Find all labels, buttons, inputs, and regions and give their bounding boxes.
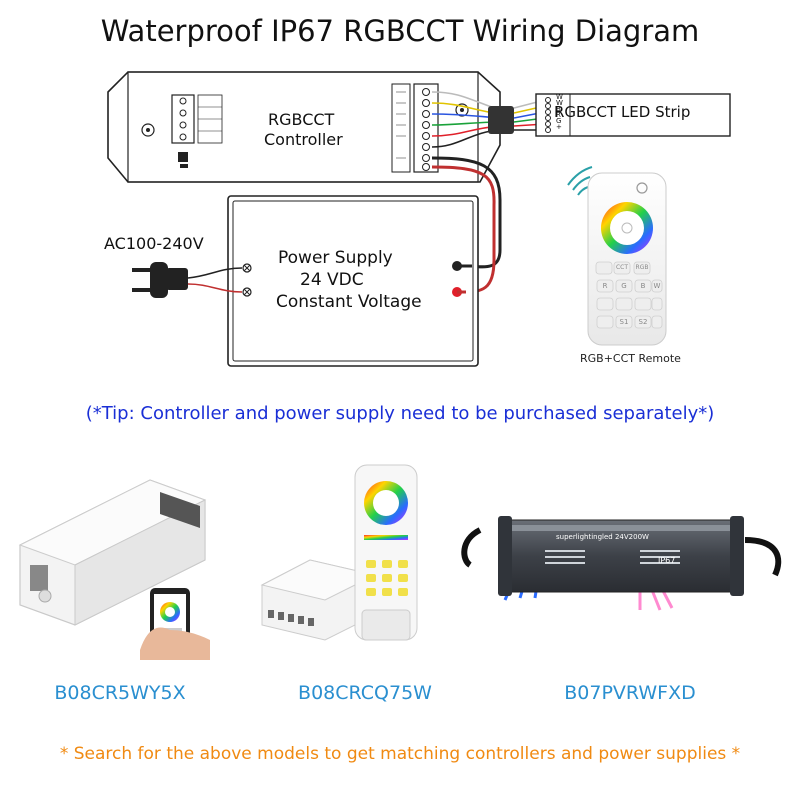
controller-housing <box>107 71 501 183</box>
remote-control <box>567 166 667 346</box>
ac-plug <box>132 262 243 298</box>
dc-wires <box>431 156 502 294</box>
search-note: * Search for the above models to get mat… <box>59 744 741 764</box>
remote-button-s1: S1 <box>619 318 629 326</box>
led-strip-box <box>535 93 731 137</box>
psu-label-line1: Power Supply <box>278 248 393 268</box>
product-code-power-supply: B07PVRWFXD <box>564 682 696 704</box>
product-remote-photo <box>260 464 418 641</box>
ac-terminal <box>242 287 252 297</box>
mount-hole <box>141 123 155 137</box>
product-power-supply-photo <box>461 516 782 611</box>
mount-hole <box>455 103 469 117</box>
remote-button-r: R <box>602 282 608 290</box>
remote-button-b: B <box>640 282 646 290</box>
power-button-icon <box>636 182 648 194</box>
power-supply-box <box>227 195 479 367</box>
input-terminal-block <box>171 94 195 144</box>
remote-button-s2: S2 <box>638 318 648 326</box>
output-terminal-labels <box>391 83 411 173</box>
product-code-remote-kit: B08CRCQ75W <box>298 682 432 704</box>
remote-button-w: W <box>653 282 661 290</box>
page-title: Waterproof IP67 RGBCCT Wiring Diagram <box>100 14 700 48</box>
controller-label: RGBCCT <box>268 110 335 129</box>
remote-label: RGB+CCT Remote <box>580 352 681 365</box>
ac-terminal <box>242 263 252 273</box>
product-code-controller: B08CR5WY5X <box>54 682 186 704</box>
wire-sleeve <box>488 106 514 134</box>
psu-label-line2: 24 VDC <box>300 270 364 290</box>
psu-brand-label: superlightingled 24V200W <box>556 533 649 541</box>
controller-label-2: Controller <box>264 130 343 149</box>
remote-button-rgb: RGB <box>635 264 649 271</box>
remote-button-cct: CCT <box>615 264 629 271</box>
led-strip-label: RGBCCT LED Strip <box>554 103 691 121</box>
tip-note: (*Tip: Controller and power supply need … <box>85 403 715 424</box>
remote-button-g: G <box>621 282 627 290</box>
psu-label-line3: Constant Voltage <box>276 292 422 312</box>
product-controller-photo <box>18 479 210 660</box>
wifi-signal-icon <box>577 186 589 196</box>
ac-voltage-label: AC100-240V <box>104 234 204 253</box>
psu-ip-rating: IP67 <box>658 556 676 565</box>
